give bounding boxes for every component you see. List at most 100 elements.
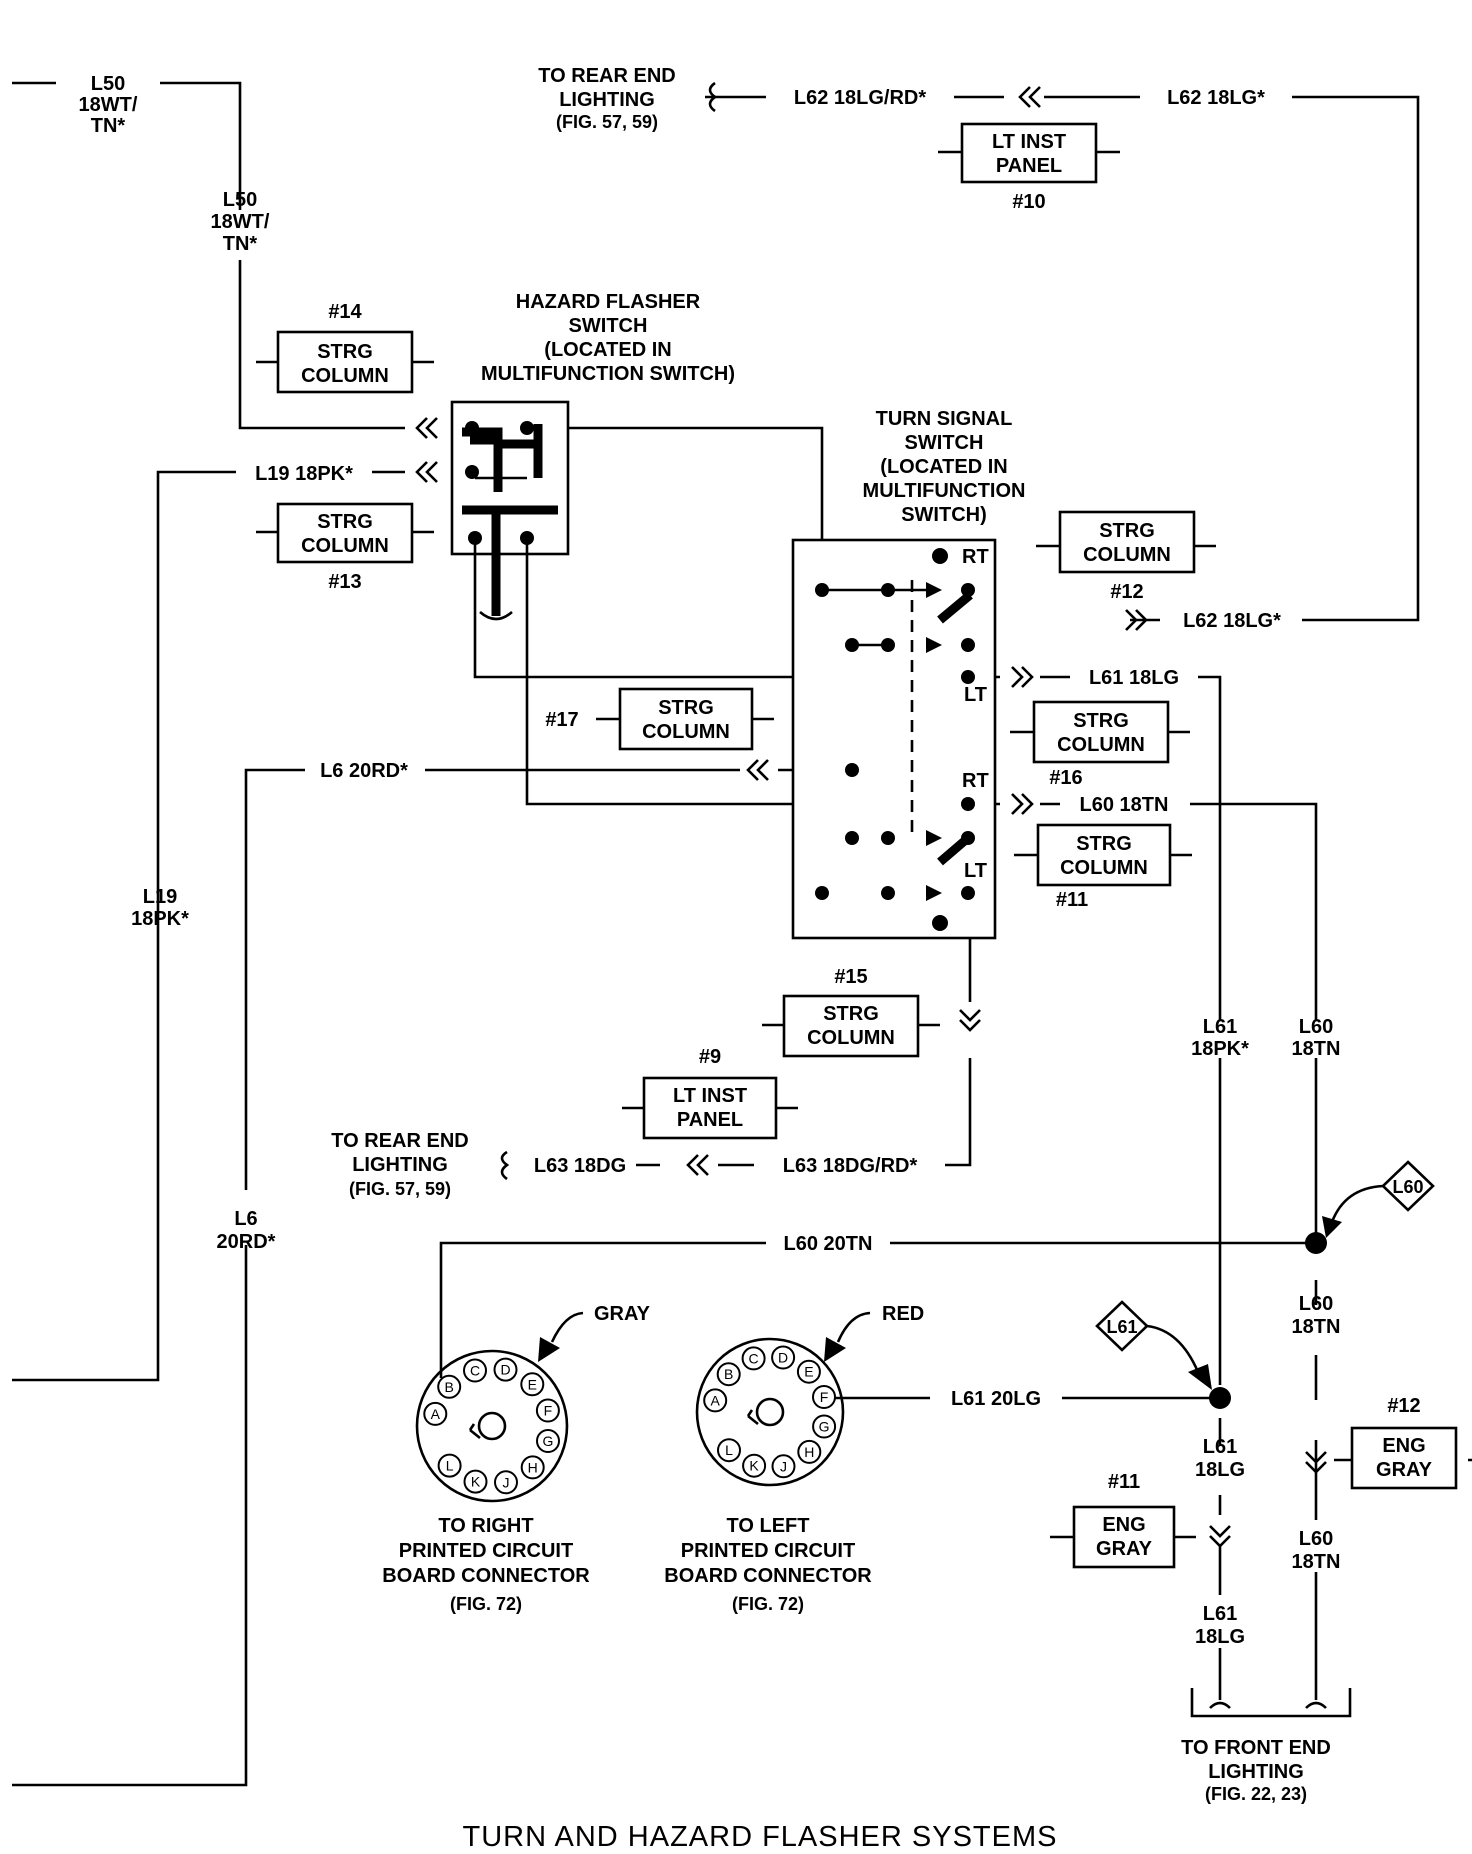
pcb-pin [797,1439,822,1464]
svg-text:L61 20LG: L61 20LG [951,1388,1041,1410]
svg-text:L50: L50 [91,73,125,95]
pcb-pin-label: H [528,1459,538,1475]
svg-text:(FIG. 57, 59): (FIG. 57, 59) [349,1179,451,1199]
pcb-pin [494,1470,518,1495]
wire-l60 [525,625,1318,1700]
svg-text:LT: LT [964,860,987,882]
pcb-pin [716,1362,741,1387]
svg-text:GRAY: GRAY [1376,1459,1433,1481]
svg-text:TO FRONT END: TO FRONT END [1181,1737,1331,1759]
svg-text:TN*: TN* [223,233,258,255]
svg-text:TN*: TN* [91,115,126,137]
svg-text:L60: L60 [1299,1016,1333,1038]
svg-text:LT INST: LT INST [673,1085,747,1107]
pcb-pin [703,1388,728,1413]
pcb-pin [812,1414,837,1439]
svg-text:STRG: STRG [658,697,714,719]
connector-14: STRG COLUMN #14 [256,301,434,394]
pcb-pin-label: E [804,1364,813,1380]
svg-text:BOARD CONNECTOR: BOARD CONNECTOR [664,1565,872,1587]
svg-text:ENG: ENG [1382,1435,1425,1457]
svg-text:TO RIGHT: TO RIGHT [438,1515,533,1537]
wire-l60-20tn [439,1241,1316,1378]
svg-text:TO REAR END: TO REAR END [538,65,675,87]
svg-text:STRG: STRG [1073,710,1129,732]
turn-signal-switch [791,538,997,940]
pcb-pin-label: D [500,1362,510,1378]
svg-text:(FIG. 22, 23): (FIG. 22, 23) [1205,1784,1307,1804]
svg-text:L62 18LG/RD*: L62 18LG/RD* [794,87,926,109]
connector-11: STRG COLUMN #11 [1014,823,1192,911]
svg-text:L60: L60 [1299,1293,1333,1315]
wire-l19 [12,470,405,1382]
splice-l61 [1209,1387,1231,1409]
svg-text:PRINTED CIRCUIT: PRINTED CIRCUIT [681,1540,855,1562]
destination-labels: TO REAR END LIGHTING (FIG. 57, 59) TO RE… [331,65,1331,1804]
pcb-pin [437,1453,462,1478]
svg-text:#10: #10 [1012,191,1045,213]
svg-text:20RD*: 20RD* [217,1231,276,1253]
pcb-pin [771,1454,796,1479]
wire-ends [500,81,1352,1718]
pcb-pin-label: B [724,1366,733,1382]
pcb-pin-label: G [543,1433,554,1449]
svg-text:TO REAR END: TO REAR END [331,1130,468,1152]
pcb-pin [741,1346,766,1371]
pcb-pin [812,1385,836,1409]
svg-text:#15: #15 [834,966,867,988]
pcb-pin-label: J [503,1474,510,1490]
svg-text:L6 20RD*: L6 20RD* [320,760,408,782]
svg-text:SWITCH: SWITCH [905,432,984,454]
svg-text:#14: #14 [328,301,362,323]
svg-text:ENG: ENG [1102,1514,1145,1536]
connector-eng-11: ENG GRAY #11 [1050,1471,1196,1569]
svg-text:COLUMN: COLUMN [301,535,389,557]
svg-text:L61: L61 [1203,1603,1237,1625]
pcb-pin [717,1438,741,1463]
svg-text:18PK*: 18PK* [131,908,189,930]
svg-text:COLUMN: COLUMN [807,1027,895,1049]
connector-15: STRG COLUMN #15 [762,966,940,1058]
pcb-pin-label: A [711,1392,721,1408]
svg-text:L50: L50 [223,189,257,211]
svg-text:L62 18LG*: L62 18LG* [1167,87,1265,109]
pcb-pin-label: L [446,1458,454,1474]
wire-l50 [12,81,405,430]
chevrons [415,86,1327,1548]
svg-text:L63 18DG/RD*: L63 18DG/RD* [783,1155,918,1177]
wire-l62-top [705,95,1420,622]
pcb-pin-label: G [819,1419,830,1435]
svg-text:COLUMN: COLUMN [1057,734,1145,756]
pcb-pin-label: D [778,1350,788,1366]
svg-text:RED: RED [882,1303,924,1325]
splice-l60 [1305,1232,1327,1254]
connector-13: STRG COLUMN #13 [256,502,434,593]
svg-text:COLUMN: COLUMN [1083,544,1171,566]
pcb-pin [520,1455,545,1480]
svg-text:TURN SIGNAL: TURN SIGNAL [876,408,1013,430]
tag-l61: L61 [1095,1300,1212,1390]
svg-text:LT INST: LT INST [992,131,1066,153]
connector-16: STRG COLUMN #16 [1010,700,1190,789]
connector-9: LT INST PANEL #9 [622,1046,798,1140]
pcb-pin-label: F [820,1389,829,1405]
svg-text:#12: #12 [1110,581,1143,603]
pcb-pin-label: K [749,1458,759,1474]
svg-text:(FIG. 72): (FIG. 72) [732,1594,804,1614]
pcb-pin [535,1398,560,1423]
svg-text:18WT/: 18WT/ [79,94,138,116]
pcb-pin-label: A [431,1406,441,1422]
svg-text:LIGHTING: LIGHTING [559,89,655,111]
svg-text:L63 18DG: L63 18DG [534,1155,626,1177]
svg-text:#13: #13 [328,571,361,593]
svg-text:SWITCH: SWITCH [569,315,648,337]
svg-text:18WT/: 18WT/ [211,211,270,233]
svg-text:18TN: 18TN [1292,1316,1341,1338]
svg-text:STRG: STRG [1076,833,1132,855]
svg-text:(FIG. 57, 59): (FIG. 57, 59) [556,112,658,132]
svg-text:BOARD CONNECTOR: BOARD CONNECTOR [382,1565,590,1587]
pcb-pin-label: C [749,1350,759,1366]
